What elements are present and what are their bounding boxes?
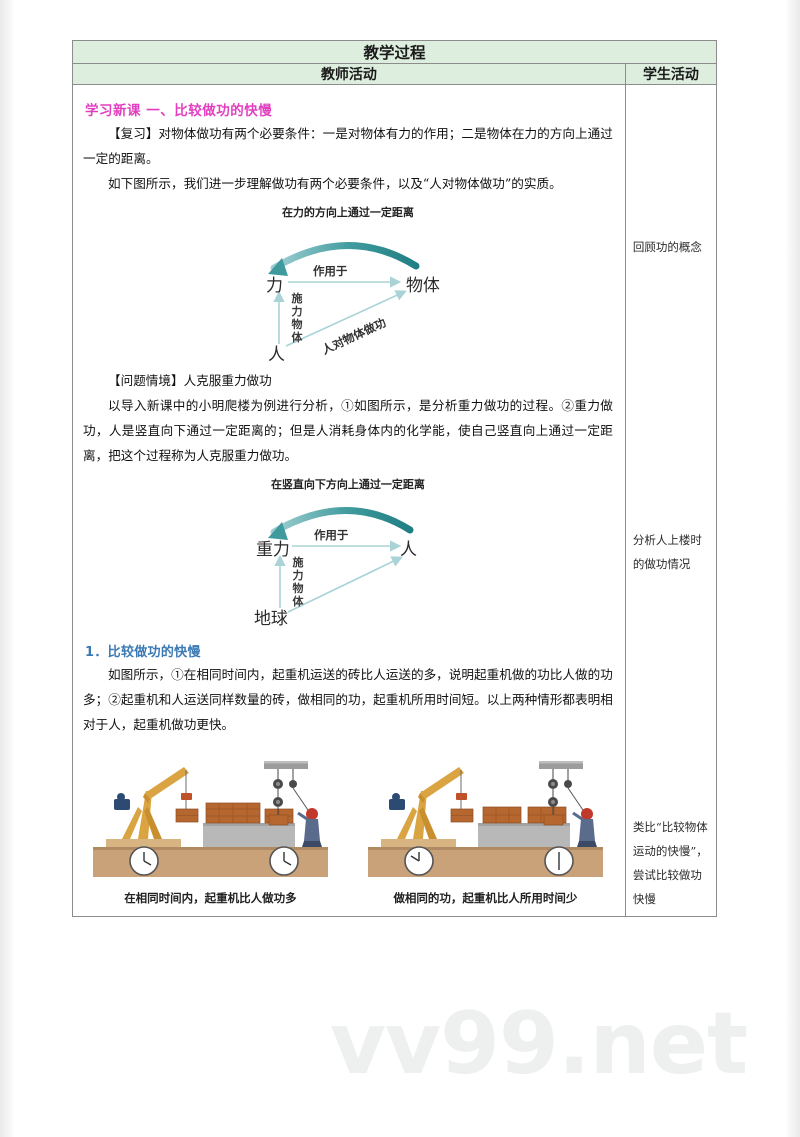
paragraph-problem-context: 【问题情境】人克服重力做功 xyxy=(108,373,272,388)
diagram1-label-force-exerter: 施力物体 xyxy=(291,292,303,344)
column-header-student: 学生活动 xyxy=(624,63,718,85)
diagram2-node-person: 人 xyxy=(399,540,417,560)
crane-illustration-same-work xyxy=(367,761,603,877)
crane-figure-row: 在相同时间内，起重机比人做功多 xyxy=(83,751,613,906)
diagram2-label-acts-on: 作用于 xyxy=(313,528,349,542)
student-note-1: 回顾功的概念 xyxy=(632,240,702,254)
paragraph-figure-intro: 如下图所示，我们进一步理解做功有两个必要条件，以及“人对物体做功”的实质。 xyxy=(108,176,562,191)
heading-compare-work-speed: 1．比较做功的快慢 xyxy=(85,645,201,660)
page-left-edge xyxy=(0,0,14,1137)
diagram-gravity-person: 在竖直向下方向上通过一定距离 xyxy=(208,476,488,631)
crane-figure-2-caption: 做相同的功，起重机比人所用时间少 xyxy=(393,891,578,905)
diagram1-graphics xyxy=(267,242,420,347)
column-header-teacher: 教师活动 xyxy=(72,63,626,85)
lesson-plan-table: 教学过程 教师活动 学生活动 学习新课 一、比较做功的快慢 【复习】对物体做功有… xyxy=(72,40,718,917)
diagram1-node-object: 物体 xyxy=(405,276,440,296)
crane-illustration-same-time xyxy=(92,761,328,877)
table-title-cell: 教学过程 xyxy=(72,40,717,64)
diagram1-label-acts-on: 作用于 xyxy=(312,264,348,278)
student-note-2: 分析人上楼时的做功情况 xyxy=(632,533,702,571)
watermark: vv99.net xyxy=(330,994,748,1094)
diagram1-node-person: 人 xyxy=(267,345,285,365)
diagram1-caption: 在力的方向上通过一定距离 xyxy=(281,206,414,219)
diagram2-label-force-exerter: 施力物体 xyxy=(292,556,304,608)
table-content-row: 学习新课 一、比较做功的快慢 【复习】对物体做功有两个必要条件：一是对物体有力的… xyxy=(72,84,718,917)
diagram2-node-earth: 地球 xyxy=(253,609,288,629)
table-header-row: 教师活动 学生活动 xyxy=(72,63,718,85)
student-activity-cell: 回顾功的概念 分析人上楼时的做功情况 类比“比较物体运动的快慢”，尝试比较做功快… xyxy=(624,84,718,917)
page-right-edge xyxy=(786,0,800,1137)
student-note-3: 类比“比较物体运动的快慢”，尝试比较做功快慢 xyxy=(632,820,708,906)
paragraph-gravity-analysis: 以导入新课中的小明爬楼为例进行分析，①如图所示，是分析重力做功的过程。②重力做功… xyxy=(83,398,613,463)
table-title-row: 教学过程 xyxy=(72,40,717,64)
teacher-activity-cell: 学习新课 一、比较做功的快慢 【复习】对物体做功有两个必要条件：一是对物体有力的… xyxy=(72,84,626,917)
paragraph-review: 【复习】对物体做功有两个必要条件：一是对物体有力的作用；二是物体在力的方向上通过… xyxy=(83,126,613,166)
diagram-force-object: 在力的方向上通过一定距离 xyxy=(208,204,488,365)
diagram1-node-force: 力 xyxy=(265,276,283,296)
crane-figure-1: 在相同时间内，起重机比人做功多 xyxy=(88,751,333,906)
crane-figure-2: 做相同的功，起重机比人所用时间少 xyxy=(363,751,608,906)
heading-new-lesson: 学习新课 一、比较做功的快慢 xyxy=(85,103,273,119)
diagram2-caption: 在竖直向下方向上通过一定距离 xyxy=(270,478,425,491)
diagram2-node-gravity: 重力 xyxy=(255,540,290,560)
diagram2-graphics xyxy=(267,507,414,613)
paragraph-crane-comparison: 如图所示，①在相同时间内，起重机运送的砖比人运送的多，说明起重机做的功比人做的功… xyxy=(83,667,613,732)
crane-figure-1-caption: 在相同时间内，起重机比人做功多 xyxy=(124,891,297,905)
